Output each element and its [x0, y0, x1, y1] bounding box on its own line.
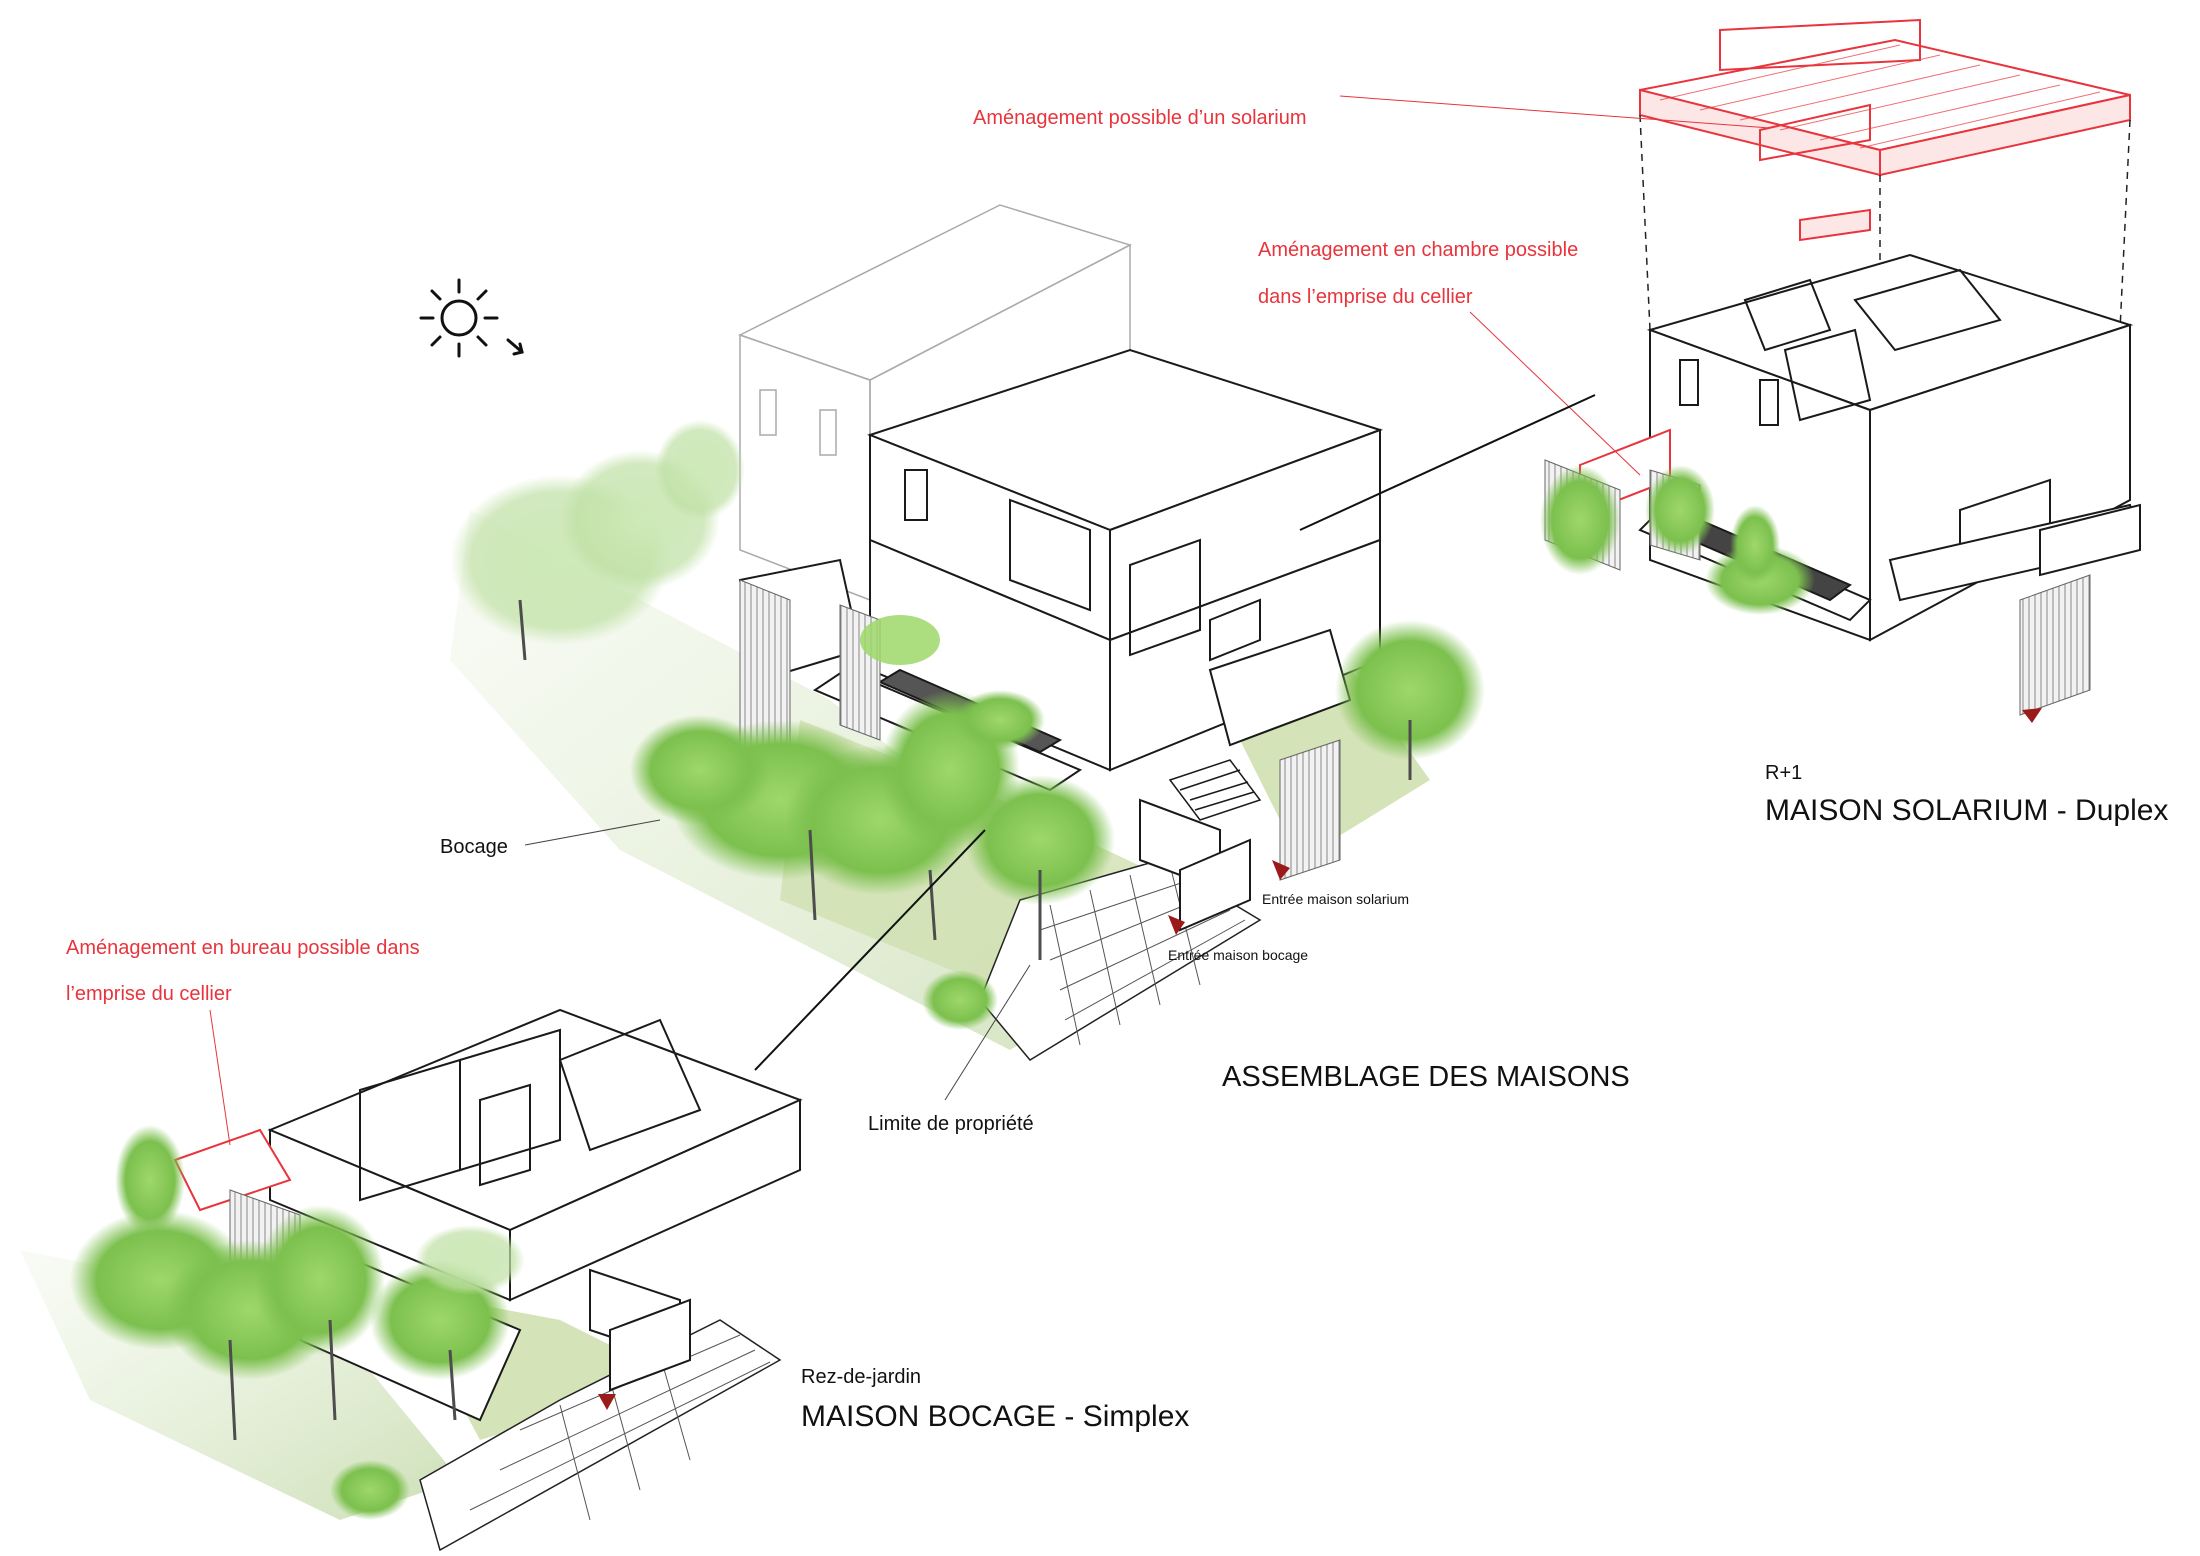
label-bocage: Bocage — [440, 836, 508, 858]
greenery — [70, 1125, 525, 1520]
sun-icon — [419, 278, 524, 358]
greenery — [450, 420, 1485, 1030]
level-bocage: Rez-de-jardin — [801, 1366, 921, 1388]
annotation-bureau-line2: l’emprise du cellier — [66, 983, 232, 1005]
cellier-red — [173, 1128, 292, 1212]
entry-marker-duplex — [2022, 708, 2042, 723]
sidewalk — [419, 1319, 782, 1552]
central-assembly — [450, 204, 1485, 1061]
stairs — [1168, 759, 1262, 821]
entry-marker-solarium — [1272, 860, 1290, 880]
annotation-bureau-line1: Aménagement en bureau possible dans — [66, 937, 420, 959]
bocage-plan — [20, 1008, 803, 1552]
main-building — [867, 348, 1384, 772]
solarium-exploded — [1540, 18, 2142, 723]
title-maison-solarium: MAISON SOLARIUM - Duplex — [1765, 794, 2168, 827]
level-solarium: R+1 — [1765, 762, 1802, 784]
entry-marker-bocage — [1168, 915, 1185, 935]
label-limite-propriete: Limite de propriété — [868, 1113, 1034, 1135]
leader-lines — [209, 95, 1771, 1146]
annotation-solarium: Aménagement possible d’un solarium — [973, 107, 1307, 129]
label-entree-solarium: Entrée maison solarium — [1262, 891, 1409, 907]
greenery — [1540, 465, 1815, 615]
annotation-chambre-line2: dans l’emprise du cellier — [1258, 286, 1473, 308]
title-maison-bocage: MAISON BOCAGE - Simplex — [801, 1400, 1189, 1433]
annotation-chambre-line1: Aménagement en chambre possible — [1258, 239, 1578, 261]
solarium-roof — [1639, 18, 2131, 242]
entry-marker-simplex — [598, 1394, 616, 1410]
title-assemblage: ASSEMBLAGE DES MAISONS — [1222, 1061, 1630, 1093]
label-entree-bocage: Entrée maison bocage — [1168, 947, 1308, 963]
